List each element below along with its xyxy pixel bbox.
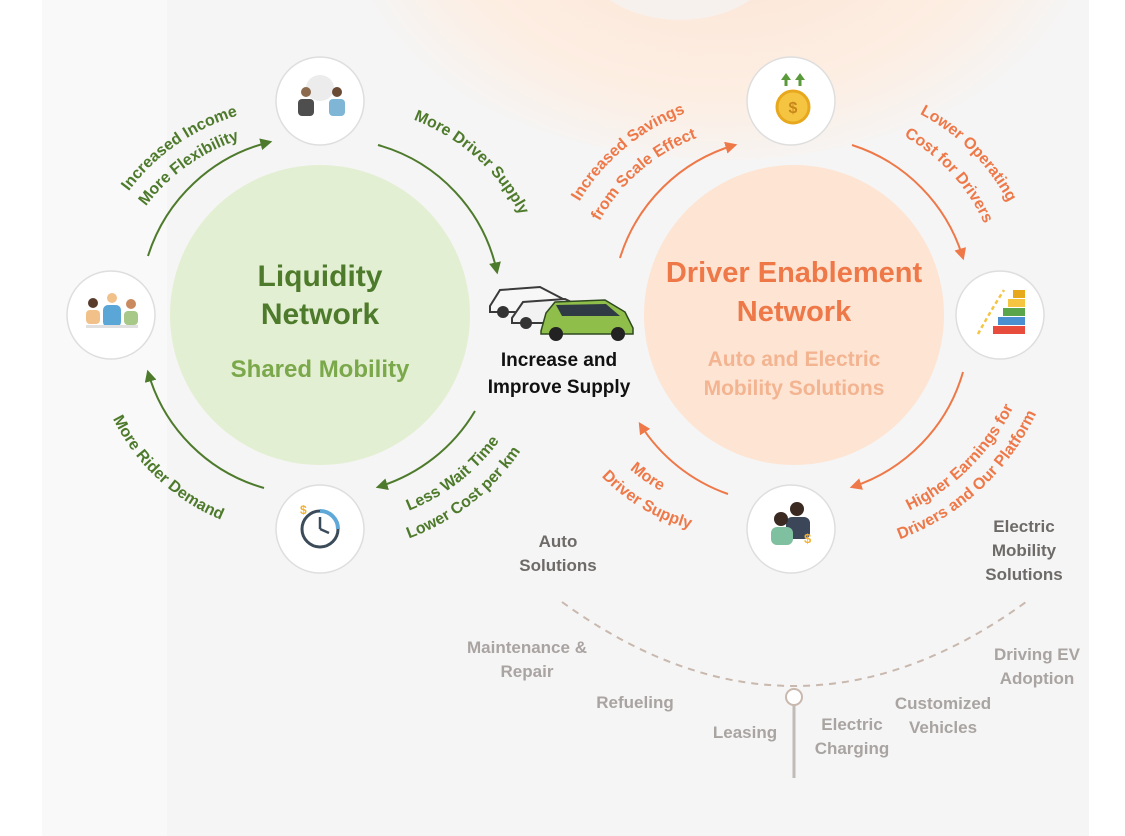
center-label-line1: Increase and (500, 350, 618, 371)
charging-line1: Electric (821, 715, 883, 734)
driver-subtitle: Auto and Electric Mobility Solutions (654, 345, 934, 403)
driver-title: Driver Enablement Network (644, 254, 944, 332)
electric-solutions-line2: Mobility (991, 541, 1057, 560)
charging-label: Electric Charging (806, 713, 898, 761)
driver-earnings-icon: $ (746, 484, 836, 574)
auto-solutions-line1: Auto (538, 532, 578, 551)
growth-chart-icon (955, 270, 1045, 360)
arrow-driver-bottom-right (849, 371, 964, 490)
arrow-driver-top-left (619, 141, 738, 259)
label-driver-top-right-2: Cost for Drivers (902, 125, 996, 226)
electric-solutions-line3: Solutions (985, 565, 1063, 584)
label-liquidity-top-right: More Driver Supply (412, 108, 532, 218)
ev-adoption-label: Driving EV Adoption (984, 643, 1090, 691)
leasing-label: Leasing (712, 723, 778, 742)
refueling-label: Refueling (596, 693, 674, 712)
slide-left-tint (42, 0, 167, 836)
electric-solutions-line1: Electric (993, 517, 1055, 536)
driver-subtitle-line2: Mobility Solutions (703, 377, 885, 400)
liquidity-title-line2: Network (260, 298, 380, 331)
arrow-driver-top-right (851, 144, 966, 261)
svg-text:$: $ (300, 503, 307, 517)
center-label-line2: Improve Supply (487, 377, 631, 398)
electric-solutions-label: Electric Mobility Solutions (964, 515, 1084, 587)
maintenance-label: Maintenance & Repair (456, 636, 598, 684)
driver-title-line2: Network (736, 296, 852, 328)
svg-text:$: $ (789, 100, 798, 117)
liquidity-title-line1: Liquidity (257, 260, 383, 293)
liquidity-subtitle: Shared Mobility (230, 356, 410, 383)
coin-savings-icon: $ (746, 56, 836, 146)
driver-subtitle-line1: Auto and Electric (707, 348, 881, 371)
label-liquidity-bottom-left: More Rider Demand (109, 413, 226, 524)
maintenance-line1: Maintenance & (467, 638, 587, 657)
auto-solutions-line2: Solutions (519, 556, 597, 575)
vehicles-line1: Customized (894, 694, 992, 713)
clock-icon: $ (275, 484, 365, 574)
driver-circle (644, 165, 944, 465)
center-label: Increase and Improve Supply (474, 347, 644, 401)
solutions-arc (561, 601, 1027, 687)
solutions-node (785, 688, 803, 706)
liquidity-circle (170, 165, 470, 465)
vehicles-label: Customized Vehicles (888, 692, 998, 740)
driver-title-line1: Driver Enablement (665, 257, 923, 289)
riders-group-icon (66, 270, 156, 360)
ev-adoption-line2: Adoption (999, 669, 1075, 688)
svg-text:$: $ (804, 531, 812, 546)
cars-icon (489, 285, 634, 341)
arrow-driver-bottom-left (638, 421, 729, 495)
arrow-liquidity-bottom-right (375, 410, 476, 490)
ev-adoption-line1: Driving EV (994, 645, 1080, 664)
charging-line2: Charging (814, 739, 890, 758)
arrow-liquidity-bottom-left (144, 369, 265, 489)
arrow-liquidity-top-left (147, 138, 273, 257)
maintenance-line2: Repair (500, 662, 554, 681)
arrow-liquidity-top-right (377, 144, 501, 275)
vehicles-line2: Vehicles (908, 718, 978, 737)
liquidity-title: Liquidity Network (220, 258, 420, 334)
auto-solutions-label: Auto Solutions (498, 530, 618, 578)
drivers-icon (275, 56, 365, 146)
